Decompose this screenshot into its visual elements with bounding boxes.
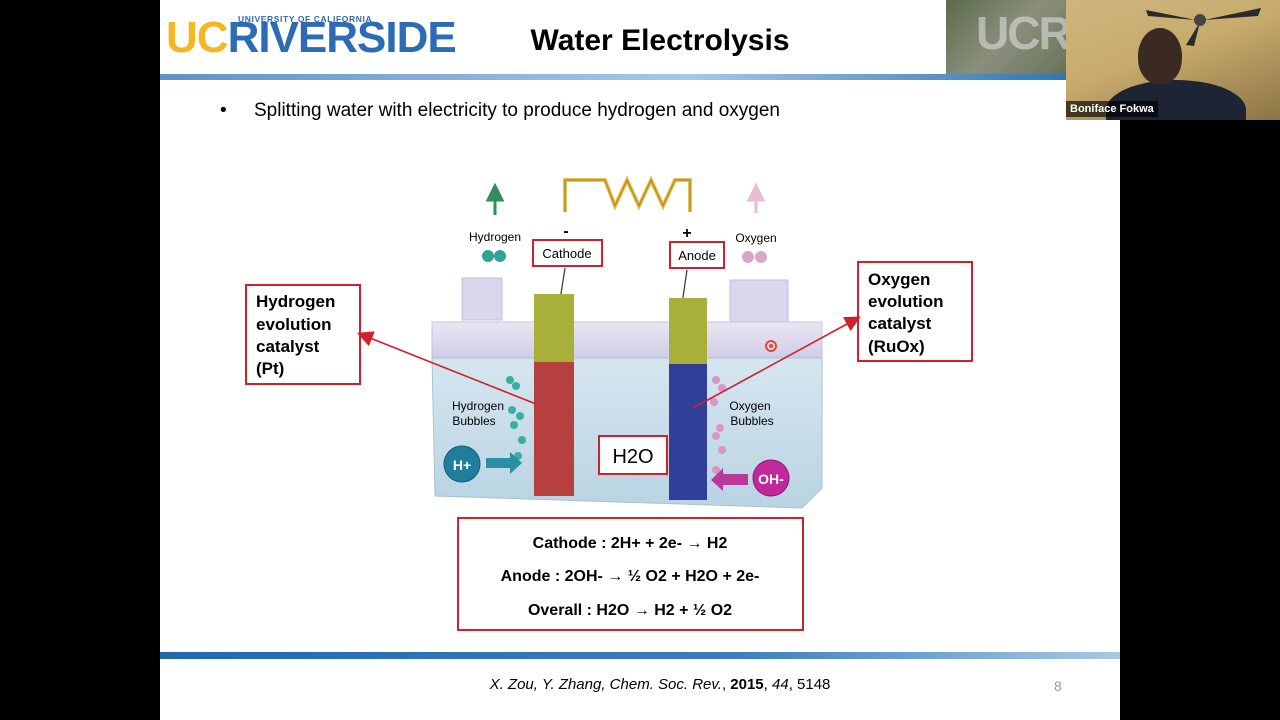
her-pointer-arrow bbox=[357, 331, 537, 405]
hydrogen-bubbles-label-1: Hydrogen bbox=[452, 399, 504, 413]
tank-lid bbox=[431, 321, 823, 359]
hydrogen-label: Hydrogen bbox=[469, 230, 521, 244]
citation-page: 5148 bbox=[797, 676, 831, 693]
uc-riverside-logo: UNIVERSITY OF CALIFORNIA UCRIVERSIDE bbox=[166, 13, 457, 62]
oer-catalyst-line-3: catalyst bbox=[868, 314, 932, 333]
overall-reaction: Overall : H2O → H2 + ½ O2 bbox=[528, 602, 732, 619]
citation-journal: Chem. Soc. Rev. bbox=[609, 676, 722, 693]
resistor-wire bbox=[563, 175, 692, 212]
oxygen-up-arrow bbox=[746, 182, 766, 213]
oxygen-molecule-icon bbox=[742, 251, 754, 263]
h-ion-arrow bbox=[486, 452, 522, 474]
anode-label: Anode bbox=[678, 248, 716, 263]
water-tank bbox=[431, 357, 823, 509]
logo-subtitle: UNIVERSITY OF CALIFORNIA bbox=[238, 14, 373, 24]
electrolysis-diagram: - + Hydrogen Oxygen Cathode Anode bbox=[245, 175, 973, 631]
participant-name-label: Boniface Fokwa bbox=[1066, 101, 1158, 117]
campus-photo-text: UCR bbox=[976, 7, 1072, 59]
ceiling-fan-icon bbox=[1146, 8, 1261, 46]
oxygen-label: Oxygen bbox=[735, 231, 776, 245]
her-catalyst-line-4: (Pt) bbox=[256, 359, 284, 378]
h-ion-label: H+ bbox=[453, 457, 471, 473]
oer-catalyst-line-4: (RuOx) bbox=[868, 337, 925, 356]
her-catalyst-line-3: catalyst bbox=[256, 337, 320, 356]
oer-catalyst-line-2: evolution bbox=[868, 292, 944, 311]
hydrogen-bubbles bbox=[506, 376, 526, 460]
oer-catalyst-box bbox=[857, 261, 973, 362]
citation-authors: X. Zou, Y. Zhang, bbox=[489, 676, 610, 693]
hydrogen-outlet bbox=[461, 277, 503, 321]
anode-reaction: Anode : 2OH- → ½ O2 + H2O + 2e- bbox=[501, 568, 760, 585]
oer-catalyst-line-1: Oxygen bbox=[868, 270, 930, 289]
cathode-top bbox=[534, 294, 574, 362]
citation-year: 2015 bbox=[730, 676, 764, 693]
anode-electrode bbox=[669, 364, 707, 500]
oer-pointer-arrow bbox=[692, 316, 861, 409]
slide-title: Water Electrolysis bbox=[530, 24, 790, 57]
anode-top bbox=[669, 298, 707, 364]
cathode-reaction: Cathode : 2H+ + 2e- → H2 bbox=[533, 535, 728, 552]
cathode-sign: - bbox=[563, 223, 568, 240]
oh-ion-icon bbox=[752, 459, 790, 497]
water-label: H2O bbox=[612, 446, 653, 468]
oxygen-bubbles-label-1: Oxygen bbox=[729, 399, 770, 413]
her-catalyst-box bbox=[245, 284, 361, 385]
participant-head bbox=[1138, 28, 1182, 84]
hydrogen-bubbles-label-2: Bubbles bbox=[452, 414, 495, 428]
presentation-slide: UNIVERSITY OF CALIFORNIA UCRIVERSIDE Wat… bbox=[160, 0, 1120, 720]
her-catalyst-line-1: Hydrogen bbox=[256, 292, 335, 311]
page-number: 8 bbox=[1054, 678, 1062, 694]
cathode-electrode bbox=[534, 362, 574, 496]
hydrogen-up-arrow bbox=[485, 182, 505, 215]
cathode-label: Cathode bbox=[542, 246, 591, 261]
citation: X. Zou, Y. Zhang, Chem. Soc. Rev., 2015,… bbox=[489, 676, 831, 693]
h-ion-icon bbox=[443, 445, 481, 483]
participant-video-tile[interactable]: Boniface Fokwa bbox=[1066, 0, 1280, 120]
reactions-box bbox=[457, 517, 804, 631]
bullet-point: •Splitting water with electricity to pro… bbox=[220, 100, 780, 121]
anode-label-box bbox=[669, 241, 725, 269]
oxygen-outlet bbox=[729, 279, 789, 323]
anode-sign: + bbox=[682, 225, 691, 242]
her-catalyst-line-2: evolution bbox=[256, 315, 332, 334]
oh-ion-arrow bbox=[711, 468, 748, 491]
oxygen-bubbles-label-2: Bubbles bbox=[730, 414, 773, 428]
logo-uc: UC bbox=[166, 13, 229, 62]
hydrogen-molecule-icon bbox=[482, 250, 494, 262]
header-divider bbox=[160, 74, 1120, 80]
bullet-text: Splitting water with electricity to prod… bbox=[254, 100, 780, 121]
citation-volume: 44 bbox=[772, 676, 789, 693]
laser-pointer-icon bbox=[765, 340, 777, 352]
cathode-label-box bbox=[532, 239, 603, 267]
logo-riverside: RIVERSIDE bbox=[227, 13, 457, 62]
water-label-box bbox=[598, 435, 668, 475]
footer-divider bbox=[160, 652, 1120, 659]
oh-ion-label: OH- bbox=[758, 471, 784, 487]
